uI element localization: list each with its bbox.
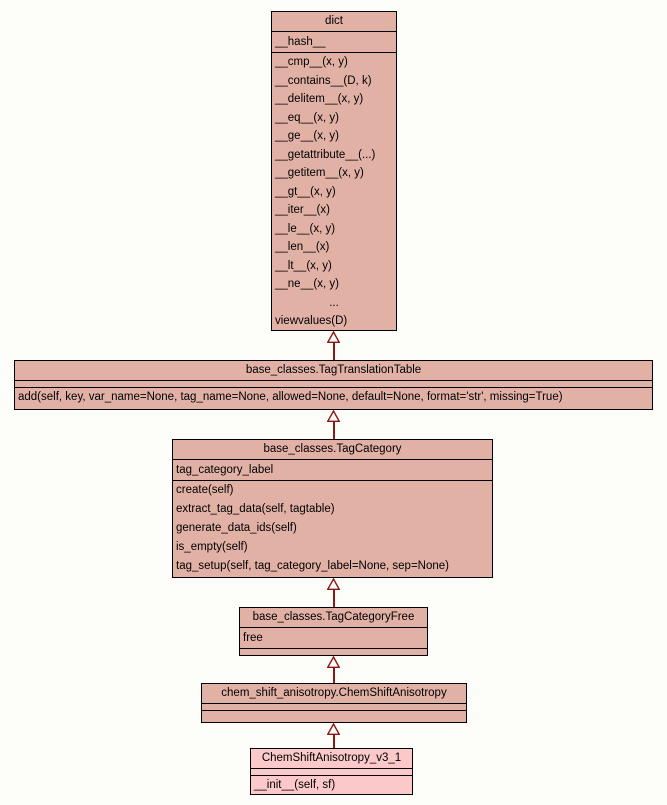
class-box-chemshiftanisotropy: chem_shift_anisotropy.ChemShiftAnisotrop… xyxy=(201,683,467,723)
member-row: __ne__(x, y) xyxy=(275,278,339,290)
member-row: __gt__(x, y) xyxy=(275,185,336,198)
member-row: viewvalues(D) xyxy=(275,315,348,327)
edge-line xyxy=(332,590,335,607)
hollow-triangle-arrowhead-icon xyxy=(327,331,340,343)
class-methods: create(self) extract_tag_data(self, tagta… xyxy=(173,480,492,577)
member-row: __ge__(x, y) xyxy=(275,130,339,142)
inheritance-arrow-tagcategory-to-tagtranslationtable xyxy=(327,410,340,439)
member-row: is_empty(self) xyxy=(176,541,248,554)
hollow-triangle-arrowhead-icon xyxy=(327,578,340,590)
inheritance-arrow-tagcategoryfree-to-tagcategory xyxy=(327,578,340,607)
member-row: __len__(x) xyxy=(275,241,330,253)
edge-line xyxy=(332,668,335,683)
inheritance-arrow-tagtranslationtable-to-dict xyxy=(327,331,340,360)
hollow-triangle-arrowhead-icon xyxy=(327,723,340,735)
class-box-dict: dict __hash__ __cmp__(x, y) __contains__(… xyxy=(271,11,397,331)
inheritance-arrow-chemshiftanisotropy-to-tagcategoryfree xyxy=(327,656,340,683)
class-attributes: __hash__ xyxy=(272,31,396,52)
member-row: tag_category_label xyxy=(176,464,274,476)
class-title: chem_shift_anisotropy.ChemShiftAnisotrop… xyxy=(221,687,447,699)
member-row: __getattribute__(...) xyxy=(275,148,376,161)
class-box-tagtranslationtable: base_classes.TagTranslationTable add(sel… xyxy=(14,360,653,410)
class-box-chemshiftanisotropy-v3-1: ChemShiftAnisotropy_v3_1 __init__(self, … xyxy=(250,748,413,795)
member-row: __getitem__(x, y) xyxy=(275,167,364,179)
class-methods: __init__(self, sf) xyxy=(251,775,412,794)
member-row: __lt__(x, y) xyxy=(275,259,332,272)
class-attributes xyxy=(202,703,466,710)
member-row: tag_setup(self, tag_category_label=None,… xyxy=(176,560,449,573)
class-methods: __cmp__(x, y) __contains__(D, k) __delitem… xyxy=(272,52,396,330)
class-box-tagcategory: base_classes.TagCategory tag_category_la… xyxy=(172,439,493,578)
class-attributes: free xyxy=(240,627,427,648)
member-row: __le__(x, y) xyxy=(275,222,336,235)
class-attributes: tag_category_label xyxy=(173,459,492,480)
member-row: __delitem__(x, y) xyxy=(275,93,364,105)
member-row: extract_tag_data(self, tagtable) xyxy=(176,503,335,516)
hollow-triangle-arrowhead-icon xyxy=(327,410,340,422)
member-row: __cmp__(x, y) xyxy=(275,56,348,68)
class-title: ChemShiftAnisotropy_v3_1 xyxy=(261,752,402,764)
member-row: __eq__(x, y) xyxy=(275,111,339,124)
class-title: base_classes.TagCategoryFree xyxy=(252,611,415,623)
class-title: base_classes.TagTranslationTable xyxy=(245,364,422,376)
member-row: __iter__(x) xyxy=(275,204,330,216)
member-row: __init__(self, sf) xyxy=(254,779,336,791)
member-row: create(self) xyxy=(176,484,234,496)
member-row: __contains__(D, k) xyxy=(275,74,372,87)
member-row: add(self, key, var_name=None, tag_name=N… xyxy=(18,391,563,403)
hollow-triangle-arrowhead-icon xyxy=(327,656,340,668)
member-row: generate_data_ids(self) xyxy=(176,522,297,535)
member-row: ... xyxy=(329,296,339,309)
edge-line xyxy=(332,422,335,439)
edge-line xyxy=(332,735,335,748)
class-methods xyxy=(240,648,427,655)
member-row: __hash__ xyxy=(275,36,326,48)
class-attributes xyxy=(251,768,412,775)
inheritance-arrow-chemshiftanisotropy-v3-1-to-chemshiftanisotropy xyxy=(327,723,340,748)
class-attributes xyxy=(15,380,652,387)
class-box-tagcategoryfree: base_classes.TagCategoryFree free xyxy=(239,607,428,656)
class-methods xyxy=(202,710,466,722)
edge-line xyxy=(332,343,335,360)
class-title: base_classes.TagCategory xyxy=(263,443,402,455)
member-row: free xyxy=(243,632,263,644)
class-methods: add(self, key, var_name=None, tag_name=N… xyxy=(15,387,652,409)
class-title: dict xyxy=(325,15,343,27)
